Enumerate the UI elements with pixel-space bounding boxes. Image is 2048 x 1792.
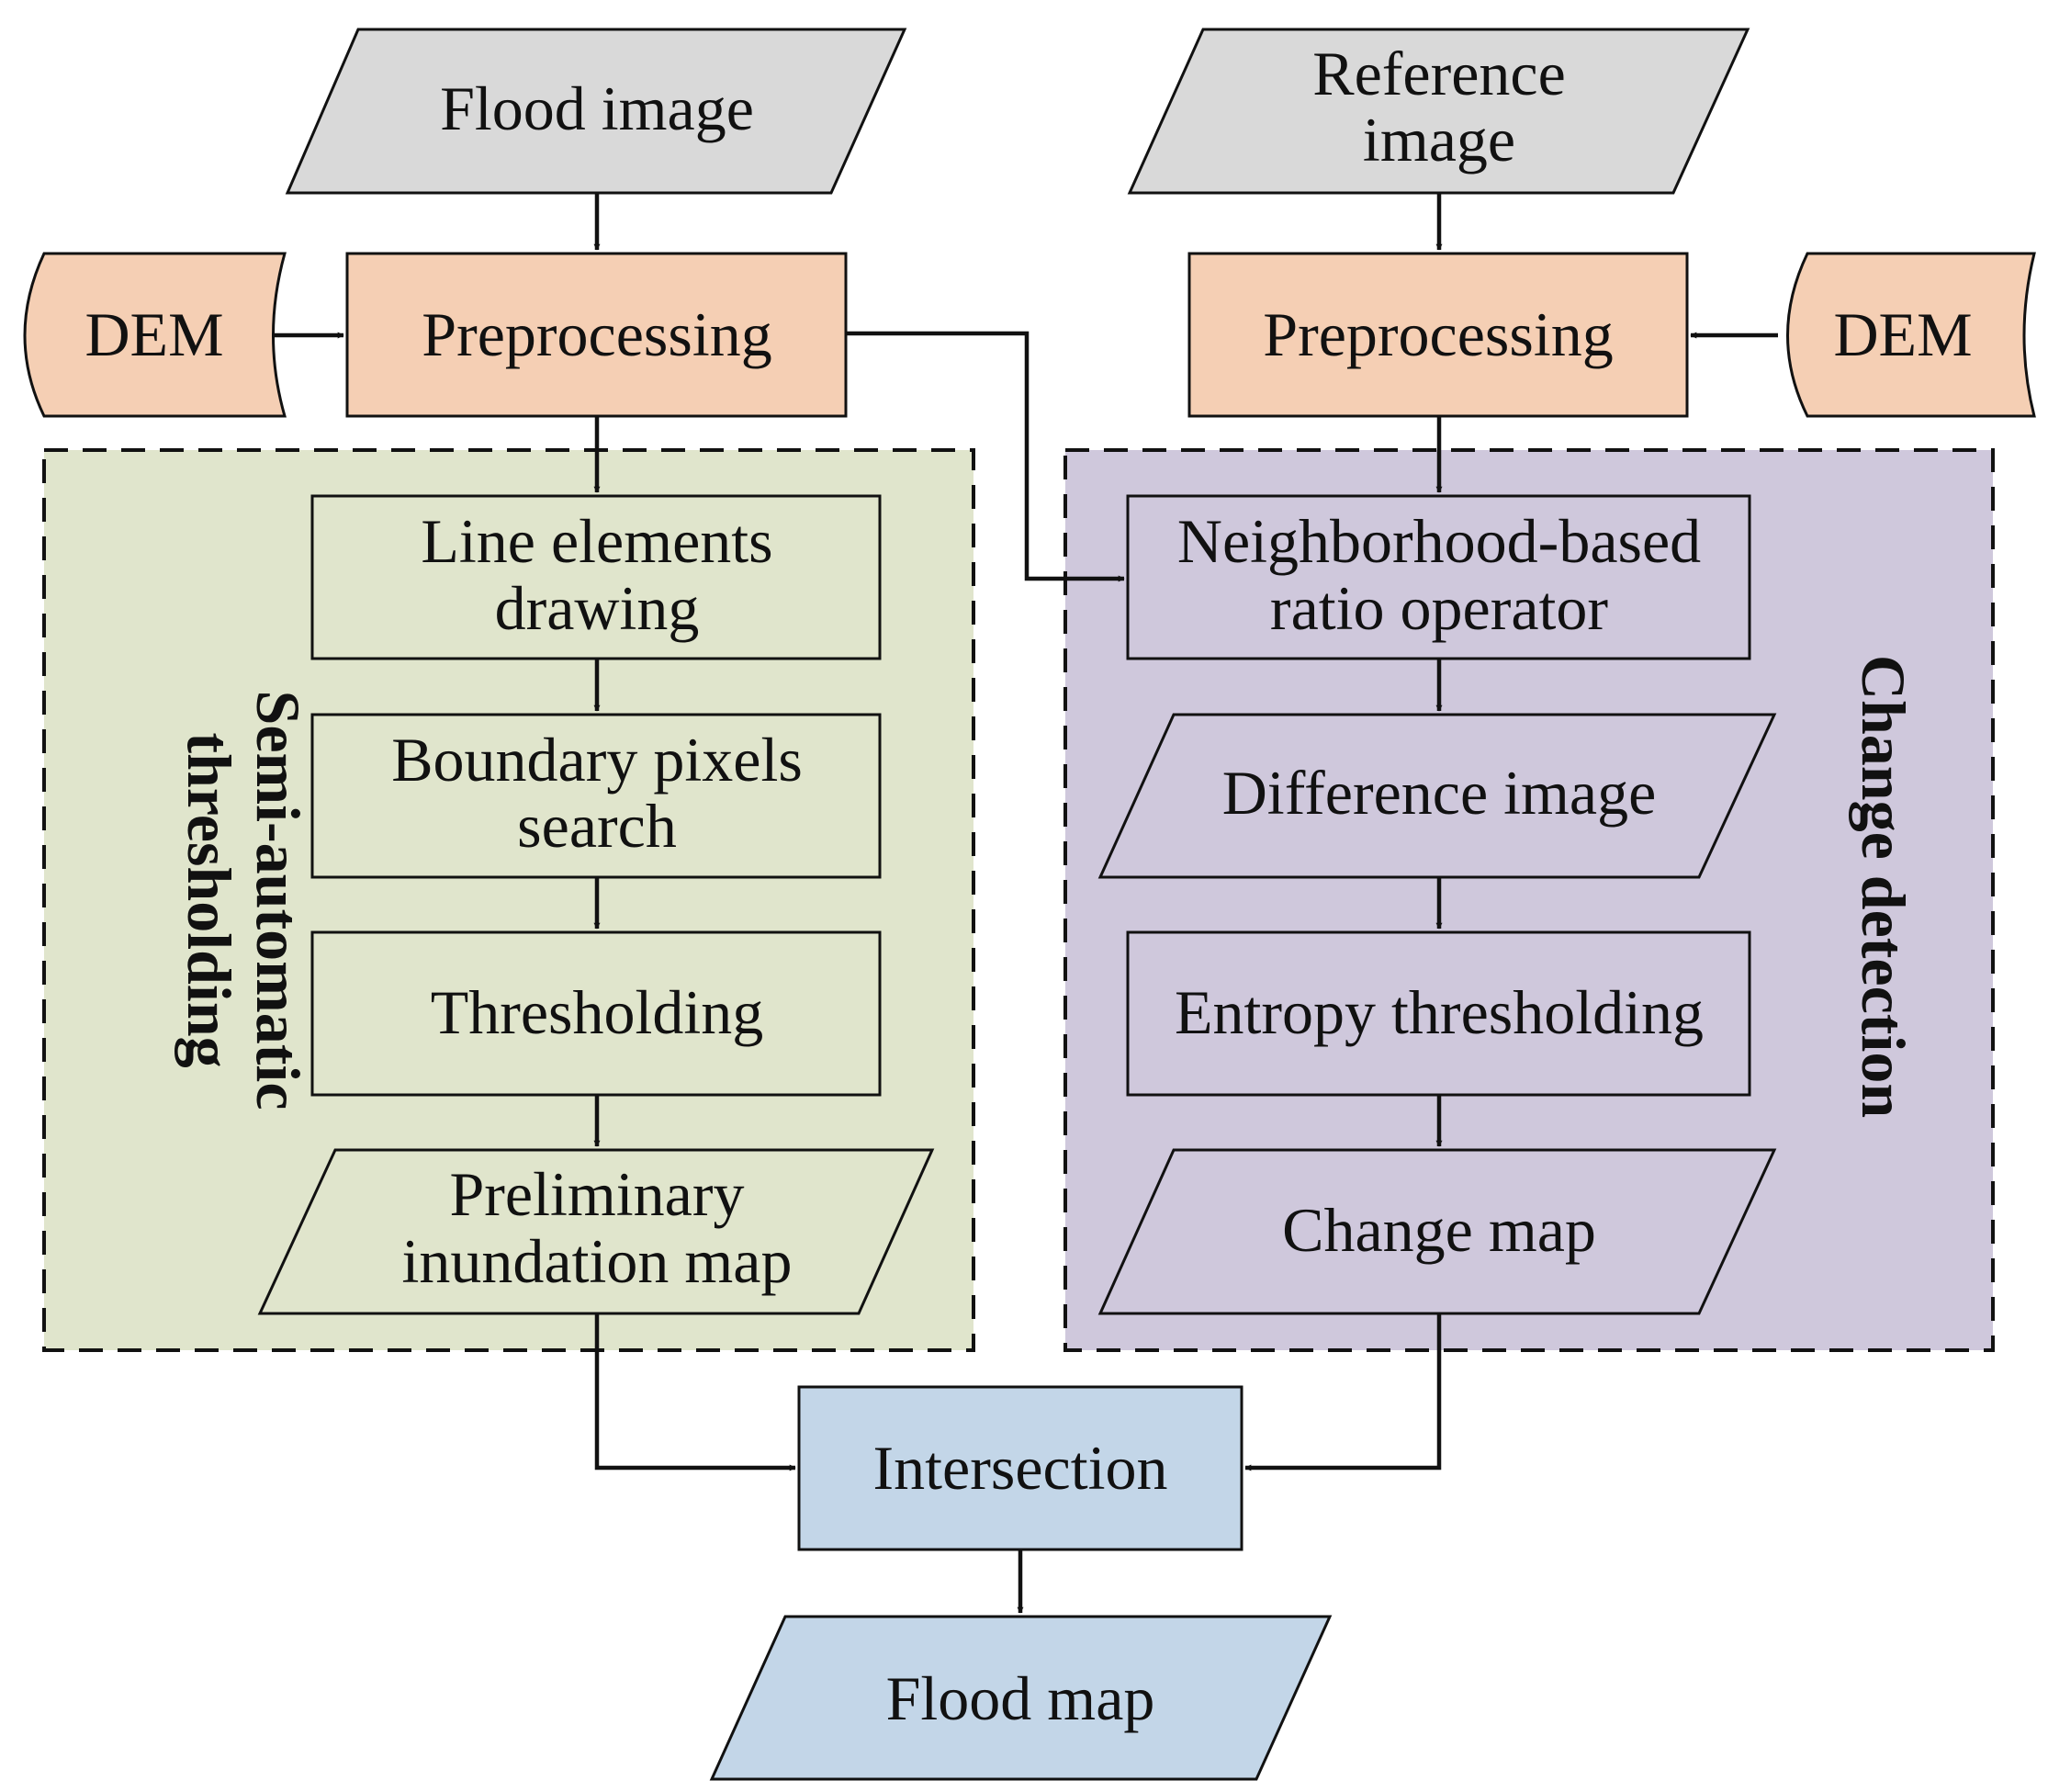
reference-image-node xyxy=(1127,28,1750,195)
neighborhood-ratio-label-line2: ratio operator xyxy=(1270,573,1609,643)
neighborhood-ratio-label-line1: Neighborhood-based xyxy=(1177,506,1701,576)
flood-image-label: Flood image xyxy=(440,73,754,143)
dem-left-label: DEM xyxy=(84,299,223,369)
preliminary-map-label-line2: inundation map xyxy=(402,1226,793,1296)
line-elements-node xyxy=(310,494,882,660)
change-detection-group-label: Change detection xyxy=(1849,655,1919,1118)
entropy-thresholding-node xyxy=(1126,930,1751,1097)
edge-change-map-to-intersection xyxy=(1244,1313,1442,1471)
edge-preprocessing-left-to-neighborhood-ratio xyxy=(846,331,1125,582)
line-elements-label-line1: Line elements xyxy=(421,506,772,576)
line-elements-label-line2: drawing xyxy=(495,573,700,643)
difference-image-node xyxy=(1097,713,1777,879)
preprocessing-right-label: Preprocessing xyxy=(1263,299,1613,369)
svg-text:thresholding: thresholding xyxy=(174,732,244,1067)
thresholding-node xyxy=(310,930,882,1097)
preprocessing-right-node xyxy=(1187,252,1689,418)
flood-image-node xyxy=(285,28,907,195)
thresholding-label: Thresholding xyxy=(431,977,764,1047)
entropy-thresholding-label: Entropy thresholding xyxy=(1175,977,1704,1047)
edge-preliminary-map-to-intersection xyxy=(594,1313,796,1471)
flood-map-node xyxy=(709,1615,1333,1781)
flood-map-label: Flood map xyxy=(886,1663,1155,1733)
intersection-label: Intersection xyxy=(873,1433,1168,1503)
boundary-pixels-label-line1: Boundary pixels xyxy=(391,725,803,795)
boundary-pixels-label-line2: search xyxy=(517,791,677,861)
change-map-node xyxy=(1097,1148,1777,1315)
change-map-label: Change map xyxy=(1282,1195,1596,1265)
reference-image-label-line1: Reference xyxy=(1312,39,1566,108)
semi-automatic-group-label: Semi-automatic thresholding xyxy=(174,690,313,1110)
difference-image-label: Difference image xyxy=(1222,758,1657,828)
preprocessing-left-label: Preprocessing xyxy=(422,299,771,369)
neighborhood-ratio-node xyxy=(1126,494,1751,660)
reference-image-label-line2: image xyxy=(1363,105,1515,175)
dem-left-node xyxy=(23,252,287,418)
preliminary-map-node xyxy=(257,1148,935,1315)
svg-text:Semi-automatic: Semi-automatic xyxy=(243,690,313,1110)
dem-right-label: DEM xyxy=(1833,299,1972,369)
intersection-node xyxy=(797,1385,1243,1551)
preliminary-map-label-line1: Preliminary xyxy=(449,1159,744,1229)
dem-right-node xyxy=(1786,252,2036,418)
boundary-pixels-node xyxy=(310,713,882,879)
svg-text:Change detection: Change detection xyxy=(1849,655,1919,1118)
